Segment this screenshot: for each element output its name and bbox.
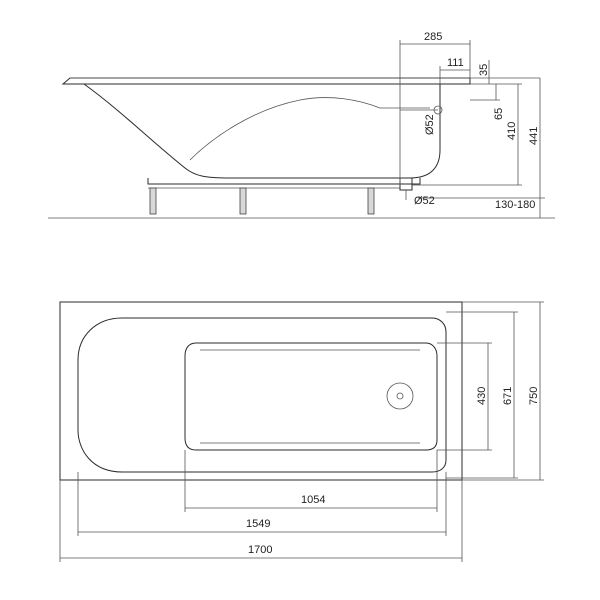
- dim-35-label: 35: [478, 64, 490, 76]
- tub-body-outer: [83, 83, 441, 179]
- tub-rim: [61, 77, 471, 85]
- drain-outer-circle: [386, 382, 414, 410]
- drain-inner-circle: [396, 392, 404, 400]
- dim-441-label: 441: [528, 127, 540, 145]
- dim-1054-label: 1054: [301, 494, 325, 506]
- dim-1549-label: 1549: [246, 518, 270, 530]
- dim-750-label: 750: [528, 387, 540, 405]
- bottom-flat-area: [184, 342, 438, 451]
- dim-drain-label: Ø52: [414, 195, 435, 207]
- dim-285-label: 285: [424, 31, 442, 43]
- outer-rim: [59, 301, 463, 481]
- leg-2: [239, 187, 247, 215]
- dim-671-label: 671: [502, 387, 514, 405]
- bottom-flat-inner: [200, 349, 420, 444]
- leg-1: [149, 187, 157, 215]
- dim-65-label: 65: [493, 108, 505, 120]
- dim-legs-label: 130-180: [495, 199, 535, 211]
- dim-111-label: 111: [447, 57, 464, 69]
- dim-1700-label: 1700: [248, 544, 272, 556]
- inner-basin-outline: [77, 317, 447, 473]
- leg-3: [367, 187, 375, 215]
- dim-overflow-label: Ø52: [424, 114, 436, 135]
- support-frame: [147, 178, 421, 185]
- side-view: 285 111 35 65 Ø52 410 441 130-180 Ø52: [48, 31, 555, 219]
- dim-410-label: 410: [506, 122, 518, 140]
- dim-430-label: 430: [476, 387, 488, 405]
- tub-backrest-curve: [189, 97, 381, 161]
- top-view: 430 671 750 1054 1549 1700: [59, 301, 544, 562]
